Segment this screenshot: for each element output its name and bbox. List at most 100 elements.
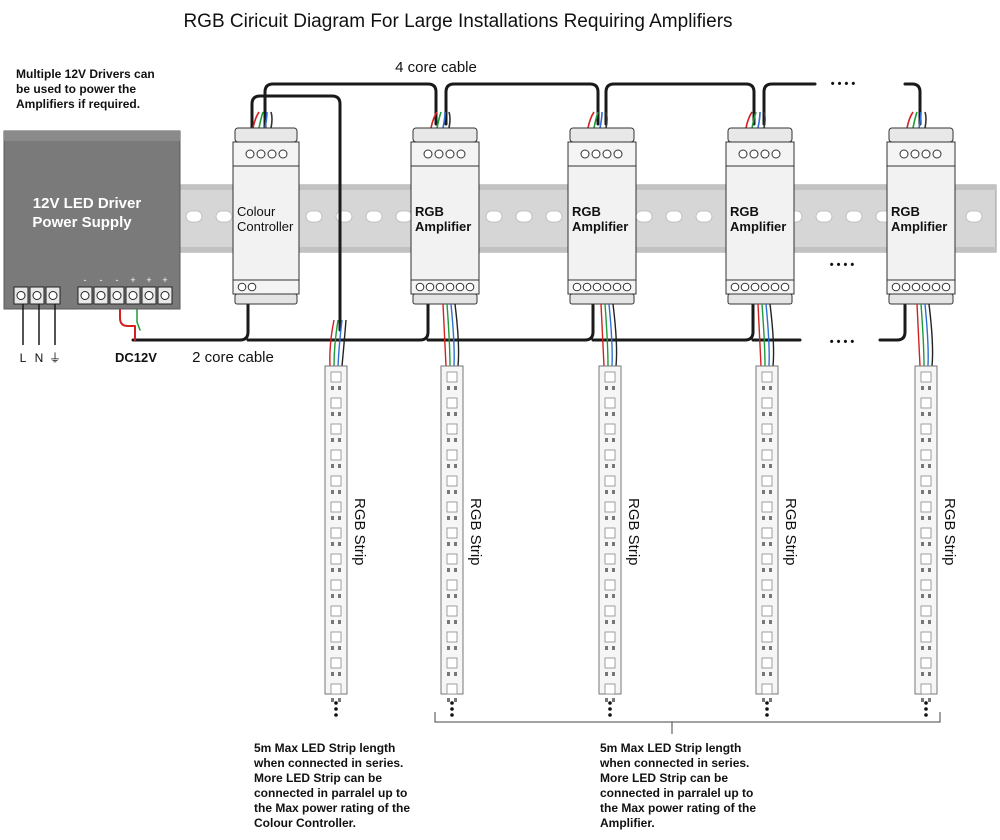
terminal-mark: + [162,275,167,285]
resistor [769,542,772,546]
led-chip [920,631,932,643]
led-chip [761,631,773,643]
strip-lead [920,303,925,367]
psu-terminal-block [13,286,173,305]
terminal-screw [160,291,170,300]
led-chip [330,579,342,591]
drivers-note: Multiple 12V Drivers can be used to powe… [16,67,155,112]
resistor [331,646,334,650]
ground-icon: ⏚ [49,351,61,365]
resistor [612,412,615,416]
wiring [119,82,922,342]
strip-lead [454,303,460,367]
resistor [454,620,457,624]
rgb-strip-label: RGB Strip [782,498,799,566]
rgb-led-strip: RGB Strip [440,303,484,717]
led-chip [920,527,932,539]
lead-wire [442,111,446,129]
resistor [762,698,765,702]
led-chip [920,657,932,669]
lead-wire [757,111,761,129]
resistor [612,490,615,494]
led-chip [920,397,932,409]
resistor [762,490,765,494]
led-chip [761,397,773,409]
led-chip [920,579,932,591]
screw-terminal [932,149,942,159]
resistor [338,698,341,702]
cable [246,302,430,342]
resistor [454,516,457,520]
resistor [612,464,615,468]
resistor [331,412,334,416]
led-chip [446,553,458,565]
module-body [410,165,480,281]
continuation-dots-top: • • • • [831,78,856,90]
lead-wire [751,111,757,129]
drivers-note-line: Multiple 12V Drivers can [16,67,155,81]
rail-slot [695,210,713,223]
led-chip [920,371,932,383]
resistor [769,620,772,624]
resistor [769,438,772,442]
resistor [612,698,615,702]
screw-terminal [456,149,466,159]
terminal-housing [569,127,635,143]
screw-terminal [911,282,921,292]
led-chip [604,423,616,435]
screw-terminal [730,282,740,292]
resistor [921,490,924,494]
resistor [612,516,615,520]
terminal-screw [80,291,90,300]
terminal-screw [32,291,42,300]
resistor [447,438,450,442]
screw-terminal [278,149,288,159]
resistor [605,412,608,416]
lead-wire [924,111,927,129]
led-chip [330,683,342,695]
resistor [331,672,334,676]
resistor [454,464,457,468]
resistor [454,646,457,650]
resistor [921,542,924,546]
cable [131,302,250,342]
module-label-line1: RGB [415,204,444,219]
continuation-dots-bottom: • • • • [830,336,855,348]
resistor [447,646,450,650]
screw-terminal [580,149,590,159]
screw-terminal [622,282,632,292]
resistor [612,386,615,390]
resistor [331,620,334,624]
rail-slot [665,210,683,223]
resistor [762,386,765,390]
led-chip [920,449,932,461]
lead-wire [436,111,442,129]
led-chip [446,683,458,695]
rgb-strip-label: RGB Strip [351,498,368,566]
continuation-dots-rail: • • • • [830,259,855,271]
screw-terminal [613,149,623,159]
resistor [454,542,457,546]
screw-terminal [780,282,790,292]
lead-wire [763,111,766,129]
strip-lead [765,303,770,367]
led-chip [604,579,616,591]
resistor [331,490,334,494]
resistor [447,412,450,416]
led-chip [604,371,616,383]
screw-terminal [770,282,780,292]
led-chip [330,553,342,565]
continuation-dot [450,713,454,717]
resistor [338,568,341,572]
rgb-strip-label: RGB Strip [625,498,642,566]
screw-terminal [425,282,435,292]
terminal-strip [410,141,480,167]
resistor [454,568,457,572]
resistor [338,490,341,494]
continuation-dot [608,713,612,717]
strip-lead [928,303,934,367]
lead-wire [264,111,268,129]
module-label-line1: RGB [572,204,601,219]
led-chip [330,449,342,461]
resistor [769,490,772,494]
